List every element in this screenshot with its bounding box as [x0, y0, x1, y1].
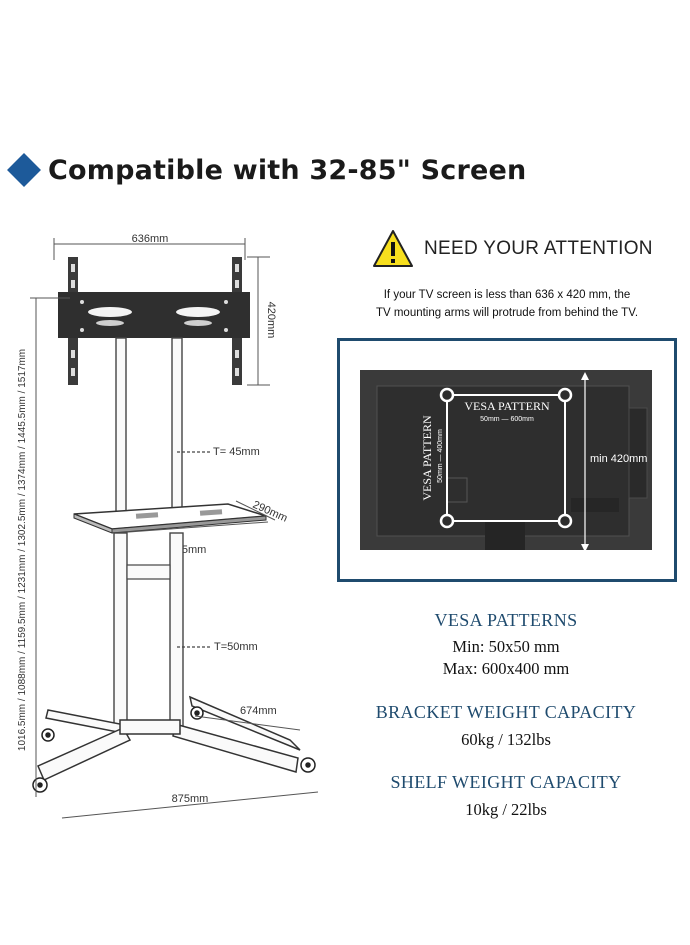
arm-height-label: 420mm: [265, 302, 277, 339]
base: [37, 695, 301, 782]
heights-label: 1016.5mm / 1088mm / 1159.5mm / 1231mm / …: [17, 349, 28, 751]
shelf-capacity-value: 10kg / 22lbs: [465, 800, 547, 819]
warning-triangle-icon: [373, 230, 413, 267]
vesa-pattern-square: [446, 394, 566, 522]
width-top-label: 636mm: [132, 233, 169, 245]
bracket-capacity-value: 60kg / 132lbs: [461, 730, 551, 749]
lower-columns: [113, 532, 184, 734]
base-depth-label: 674mm: [240, 705, 277, 717]
heading-row: Compatible with 32-85" Screen: [7, 150, 527, 190]
vesa-mount-points: [439, 387, 573, 529]
vesa-range-horizontal: 50mm — 600mm: [480, 416, 534, 423]
vesa-label-horizontal: VESA PATTERN: [464, 399, 550, 413]
attention-title: NEED YOUR ATTENTION: [424, 238, 653, 259]
bracket-capacity-title: BRACKET WEIGHT CAPACITY: [375, 702, 637, 722]
vesa-range-vertical: 50mm — 400mm: [437, 429, 444, 483]
base-width-label: 875mm: [172, 793, 209, 805]
diamond-bullet-icon: [7, 153, 41, 187]
min-height-label: min 420mm: [590, 453, 647, 465]
casters: [32, 706, 316, 793]
stand-diagram: 636mm 420mm T= 45mm 455mm 290mm T=50mm: [17, 233, 319, 819]
attention-line-1: If your TV screen is less than 636 x 420…: [383, 289, 631, 301]
tube-top-label: T= 45mm: [213, 446, 260, 458]
vesa-patterns-title: VESA PATTERNS: [434, 610, 578, 630]
attention-line-2: TV mounting arms will protrude from behi…: [375, 307, 639, 319]
attention-header: NEED YOUR ATTENTION: [372, 228, 653, 270]
vesa-max-value: Max: 600x400 mm: [442, 659, 570, 678]
bracket-plate: [58, 292, 250, 338]
shelf-capacity-title: SHELF WEIGHT CAPACITY: [390, 772, 622, 792]
vesa-label-vertical: VESA PATTERN: [420, 415, 434, 501]
tv-back-diagram: VESA PATTERN 50mm — 600mm VESA PATTERN 5…: [337, 338, 677, 582]
page-title: Compatible with 32-85" Screen: [48, 154, 527, 186]
upper-columns: [115, 337, 183, 519]
vesa-min-value: Min: 50x50 mm: [452, 637, 560, 656]
tube-bottom-label: T=50mm: [214, 641, 258, 653]
